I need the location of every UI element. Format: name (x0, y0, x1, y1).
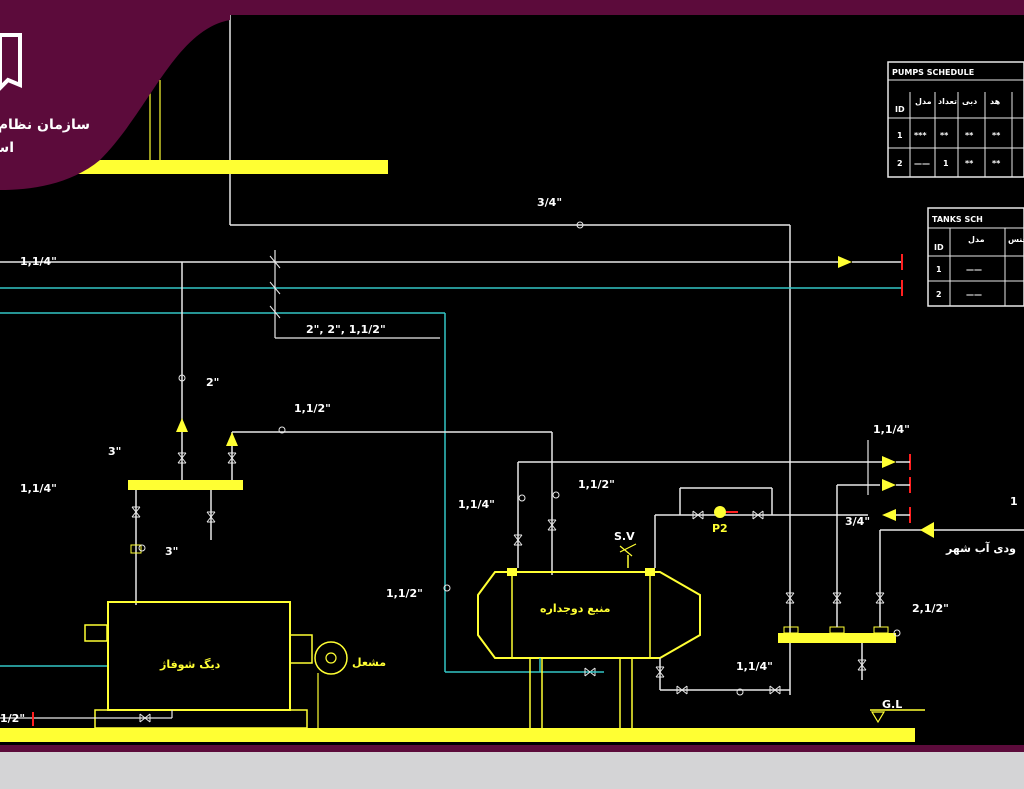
svg-text:3/4": 3/4" (845, 515, 870, 528)
svg-text:**: ** (965, 131, 974, 140)
beam (60, 160, 388, 174)
svg-text:3": 3" (165, 545, 178, 558)
svg-text:هد: هد (990, 97, 1001, 106)
piping-diagram: PUMPS SCHEDULE ID مدل تعداد دبی هد 1 ***… (0, 15, 1024, 745)
burner-label: مشعل (352, 656, 386, 669)
safety-valve-label: S.V (614, 530, 635, 543)
svg-text:جنس: جنس (1008, 235, 1024, 245)
drawing-area (0, 15, 1024, 745)
svg-text:**: ** (965, 159, 974, 168)
tanks-schedule-table: TANKS SCH ID مدل جنس 1 —— 2 —— (927, 207, 1024, 307)
boiler-header (128, 480, 243, 490)
city-water-label: ودی آب شهر (945, 541, 1016, 555)
svg-text:3": 3" (108, 445, 121, 458)
svg-text:1,1/4": 1,1/4" (458, 498, 495, 511)
svg-text:مدل: مدل (915, 97, 932, 106)
svg-text:——: —— (966, 290, 982, 299)
svg-text:**: ** (992, 159, 1001, 168)
svg-text:**: ** (940, 131, 949, 140)
svg-text:1: 1 (1010, 495, 1018, 508)
ground-floor (0, 728, 915, 742)
svg-text:ID: ID (895, 105, 905, 114)
svg-text:1,1/4": 1,1/4" (873, 423, 910, 436)
svg-text:1: 1 (943, 159, 949, 168)
svg-text:2,1/2": 2,1/2" (912, 602, 949, 615)
svg-text:1: 1 (936, 265, 942, 274)
logo-icon (0, 33, 22, 91)
svg-text:3/4": 3/4" (537, 196, 562, 209)
tank-label: منبع دوجداره (540, 602, 611, 615)
svg-text:——: —— (914, 159, 930, 168)
logo-banner (0, 0, 230, 190)
svg-text:دبی: دبی (962, 97, 977, 106)
svg-text:ID: ID (934, 243, 944, 252)
ground-level-label: G.L (882, 698, 902, 711)
svg-text:مدل: مدل (968, 235, 985, 244)
svg-text:1/2": 1/2" (0, 712, 25, 725)
svg-text:2: 2 (936, 290, 942, 299)
svg-text:1,1/2": 1,1/2" (578, 478, 615, 491)
svg-text:1,1/4": 1,1/4" (736, 660, 773, 673)
svg-text:1,1/4": 1,1/4" (20, 482, 57, 495)
org-name-line-1: سازمان نظام (0, 117, 90, 133)
pump-p2 (714, 506, 726, 518)
flow-arrow-up (176, 418, 188, 432)
svg-text:2: 2 (897, 159, 903, 168)
svg-text:1: 1 (897, 131, 903, 140)
pumps-schedule-title: PUMPS SCHEDULE (892, 68, 974, 77)
tanks-schedule-title: TANKS SCH (932, 215, 983, 224)
svg-text:تعداد: تعداد (938, 97, 957, 106)
svg-text:**: ** (992, 131, 1001, 140)
svg-text:2", 2", 1,1/2": 2", 2", 1,1/2" (306, 323, 386, 336)
svg-text:2": 2" (206, 376, 219, 389)
flow-arrow (838, 256, 852, 268)
svg-text:1,1/2": 1,1/2" (294, 402, 331, 415)
svg-text:1,1/4": 1,1/4" (20, 255, 57, 268)
svg-text:***: *** (914, 131, 927, 140)
pump-label: P2 (712, 522, 728, 535)
org-name-line-2: اس (0, 140, 14, 156)
break-mark (269, 255, 281, 319)
pumps-schedule-table: PUMPS SCHEDULE ID مدل تعداد دبی هد 1 ***… (887, 61, 1024, 178)
svg-text:——: —— (966, 265, 982, 274)
manifold (778, 633, 896, 643)
burner-fan (314, 641, 348, 675)
boiler-label: دیگ شوفاژ (159, 657, 221, 671)
flow-arrow-up (226, 432, 238, 446)
svg-text:1,1/2": 1,1/2" (386, 587, 423, 600)
